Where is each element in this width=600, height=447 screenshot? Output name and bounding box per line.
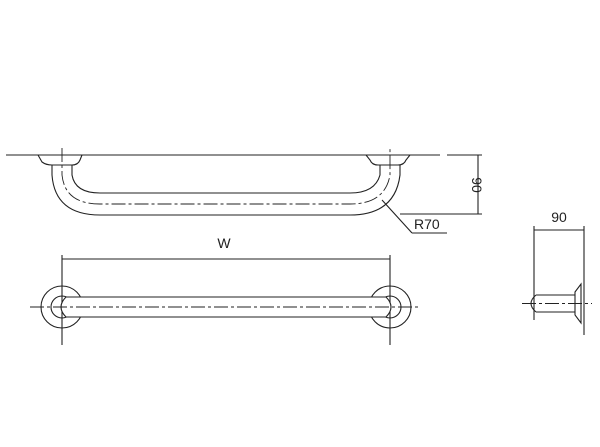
bar-centerline — [61, 148, 391, 205]
right-flange — [365, 154, 411, 166]
wall-flange — [574, 282, 582, 325]
width-dimension-label: W — [217, 235, 231, 251]
top-view: 90 R70 — [6, 148, 485, 234]
radius-label: R70 — [414, 216, 440, 232]
radius-leader — [381, 199, 413, 234]
height-dimension-label: 90 — [469, 177, 485, 193]
bar-outer — [51, 165, 401, 216]
side-view: 90 — [522, 209, 592, 335]
front-view: W — [30, 235, 420, 345]
bar-inner — [71, 165, 381, 194]
left-flange — [37, 154, 83, 166]
depth-dimension-label: 90 — [551, 209, 567, 225]
